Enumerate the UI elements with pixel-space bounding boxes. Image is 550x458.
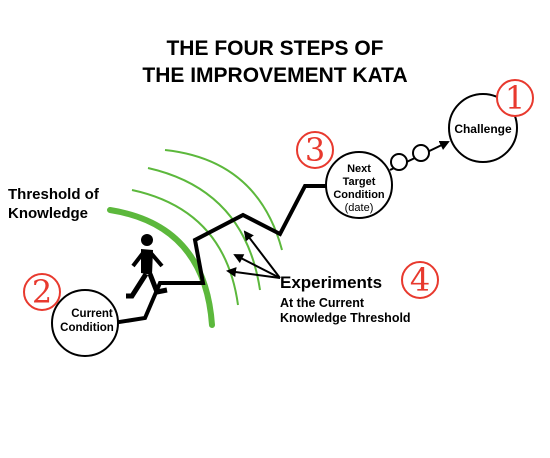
experiment-arrow-2 [243, 230, 281, 279]
progress-dot-1 [390, 153, 408, 171]
next-target-circle [325, 151, 393, 219]
threshold-arc-2 [131, 189, 239, 306]
title-line-1: THE FOUR STEPS OF [166, 37, 383, 60]
experiments-label: Experiments [280, 273, 382, 292]
next-target-label-4: (date) [345, 202, 374, 214]
step-3-number: 3 [305, 131, 325, 169]
step-1-number: 1 [505, 79, 525, 117]
step-4-number: 4 [410, 261, 430, 299]
current-condition-label-2: Condition [60, 322, 114, 334]
challenge-circle [448, 93, 518, 163]
progress-dot-2 [412, 144, 430, 162]
threshold-arc-4 [164, 149, 283, 251]
threshold-arc-main [107, 207, 215, 328]
step-2-badge [23, 273, 61, 311]
next-target-label-3: Condition [333, 189, 385, 201]
experiment-arrow-1 [233, 254, 281, 279]
next-target-label-1: Next [347, 163, 371, 175]
improvement-path [99, 184, 330, 327]
step-2-number: 2 [32, 273, 52, 311]
threshold-label-1: Threshold of [8, 186, 100, 203]
current-condition-label-1: Current [71, 308, 113, 320]
threshold-arc-3 [147, 167, 261, 291]
walking-person-icon [126, 234, 168, 299]
current-condition-circle [51, 289, 119, 357]
next-target-label-2: Target [343, 176, 376, 188]
step-4-badge [401, 261, 439, 299]
threshold-label-2: Knowledge [8, 205, 88, 222]
experiments-sub-2: Knowledge Threshold [280, 311, 411, 325]
challenge-label: Challenge [454, 122, 512, 136]
experiment-arrow-3 [226, 267, 281, 279]
step-3-badge [296, 131, 334, 169]
step-1-badge [496, 79, 534, 117]
title-line-2: THE IMPROVEMENT KATA [142, 64, 407, 87]
experiments-sub-1: At the Current [280, 296, 365, 310]
